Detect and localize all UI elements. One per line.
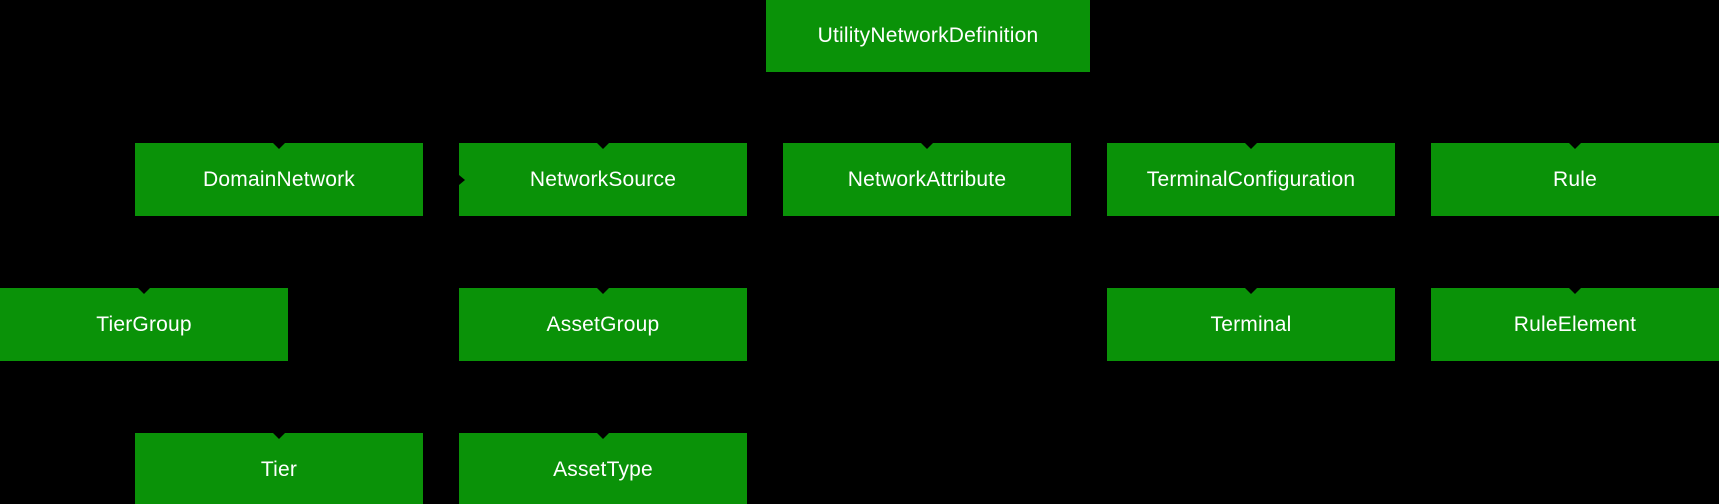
node-asset-group: AssetGroup <box>459 288 747 361</box>
node-domain-network: DomainNetwork <box>135 143 423 216</box>
node-label-rule-element: RuleElement <box>1513 312 1637 336</box>
node-label-utility-network-definition: UtilityNetworkDefinition <box>817 23 1039 47</box>
node-label-asset-group: AssetGroup <box>546 312 660 336</box>
node-terminal: Terminal <box>1107 288 1395 361</box>
connector-arrowhead-down-icon <box>1569 143 1581 149</box>
node-tier-group: TierGroup <box>0 288 288 361</box>
node-label-terminal-configuration: TerminalConfiguration <box>1146 167 1356 191</box>
connector-arrowhead-down-icon <box>597 143 609 149</box>
node-label-network-source: NetworkSource <box>529 167 677 191</box>
connector-arrowhead-right-icon <box>459 174 465 185</box>
node-label-rule: Rule <box>1553 167 1597 191</box>
node-label-asset-type: AssetType <box>553 457 653 481</box>
node-terminal-configuration: TerminalConfiguration <box>1107 143 1395 216</box>
connector-arrowhead-down-icon <box>597 433 609 439</box>
connector-arrowhead-down-icon <box>1245 288 1257 294</box>
node-network-source: NetworkSource <box>459 143 747 216</box>
connector-arrowhead-down-icon <box>273 143 285 149</box>
node-asset-type: AssetType <box>459 433 747 504</box>
connector-arrowhead-down-icon <box>597 288 609 294</box>
connector-arrowhead-down-icon <box>1569 288 1581 294</box>
node-utility-network-definition: UtilityNetworkDefinition <box>766 0 1090 72</box>
node-label-terminal: Terminal <box>1210 312 1292 336</box>
node-rule: Rule <box>1431 143 1719 216</box>
node-label-tier: Tier <box>260 457 298 481</box>
node-label-tier-group: TierGroup <box>96 312 192 336</box>
connector-arrowhead-down-icon <box>138 288 150 294</box>
connector-arrowhead-down-icon <box>273 433 285 439</box>
node-network-attribute: NetworkAttribute <box>783 143 1071 216</box>
node-label-network-attribute: NetworkAttribute <box>847 167 1007 191</box>
node-rule-element: RuleElement <box>1431 288 1719 361</box>
connector-arrowhead-down-icon <box>921 143 933 149</box>
node-tier: Tier <box>135 433 423 504</box>
connector-arrowhead-down-icon <box>1245 143 1257 149</box>
node-label-domain-network: DomainNetwork <box>203 167 355 191</box>
